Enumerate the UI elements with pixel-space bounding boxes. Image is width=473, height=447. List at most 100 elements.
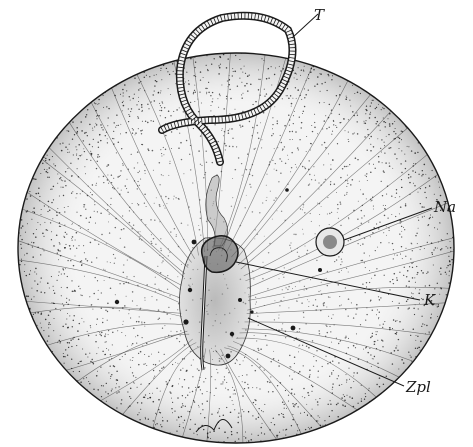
stipple-dot (189, 429, 191, 431)
stipple-dot (142, 324, 143, 325)
stipple-dot (201, 103, 202, 104)
stipple-dot (137, 188, 138, 189)
stipple-dot (137, 181, 138, 182)
stipple-dot (217, 412, 218, 413)
stipple-dot (161, 107, 162, 108)
stipple-dot (301, 70, 302, 71)
stipple-dot (378, 318, 379, 319)
stipple-dot (284, 273, 285, 274)
stipple-dot (241, 97, 242, 98)
stipple-dot (154, 284, 155, 285)
stipple-dot (358, 228, 359, 229)
stipple-dot (95, 341, 96, 342)
stipple-dot (376, 384, 377, 385)
stipple-dot (112, 187, 113, 188)
stipple-dot (101, 308, 102, 309)
stipple-dot (184, 420, 185, 421)
stipple-dot (365, 393, 366, 394)
stipple-dot (258, 435, 259, 436)
stipple-dot (133, 375, 134, 376)
stipple-dot (234, 409, 235, 410)
stipple-dot (395, 321, 396, 322)
stipple-dot (293, 123, 294, 124)
stipple-dot (430, 217, 431, 218)
stipple-dot (330, 181, 331, 182)
stipple-dot (292, 98, 293, 99)
stipple-dot (137, 203, 138, 204)
stipple-dot (291, 389, 293, 391)
stipple-dot (395, 133, 396, 134)
stipple-dot (102, 322, 103, 323)
stipple-dot (53, 163, 54, 164)
stipple-dot (354, 132, 355, 133)
stipple-dot (378, 104, 379, 105)
stipple-dot (266, 93, 267, 94)
stipple-dot (38, 188, 39, 189)
stipple-dot (197, 368, 198, 369)
stipple-dot (32, 256, 33, 257)
stipple-dot (417, 192, 418, 193)
stipple-dot (61, 187, 62, 188)
stipple-dot (318, 182, 319, 183)
stipple-dot (80, 361, 81, 362)
stipple-dot (407, 270, 409, 272)
stipple-dot (123, 264, 124, 265)
stipple-dot (146, 365, 147, 366)
stipple-dot (295, 164, 296, 165)
stipple-dot (225, 388, 226, 389)
stipple-dot (215, 388, 216, 389)
stipple-dot (319, 189, 320, 190)
stipple-dot (183, 427, 184, 428)
stipple-dot (115, 294, 116, 295)
stipple-dot (208, 82, 209, 83)
stipple-dot (95, 103, 96, 104)
stipple-dot (271, 66, 272, 67)
stipple-dot (42, 233, 44, 235)
stipple-dot (199, 92, 200, 93)
stipple-dot (137, 387, 138, 388)
stipple-dot (234, 389, 235, 390)
stipple-dot (379, 289, 381, 291)
stipple-dot (339, 385, 340, 386)
stipple-dot (69, 144, 70, 145)
stipple-dot (167, 71, 168, 72)
stipple-dot (402, 258, 403, 259)
stipple-dot (62, 180, 63, 181)
stipple-dot (296, 300, 297, 301)
stipple-dot (194, 90, 195, 91)
stipple-dot (302, 229, 303, 230)
stipple-dot (447, 265, 448, 266)
stipple-dot (237, 85, 238, 86)
stipple-dot (152, 393, 153, 394)
stipple-dot (246, 83, 247, 84)
stipple-dot (264, 433, 265, 434)
stipple-dot (204, 417, 205, 418)
stipple-dot (231, 434, 233, 436)
stipple-dot (256, 125, 258, 127)
stipple-dot (313, 69, 314, 70)
stipple-dot (235, 363, 236, 364)
stipple-dot (292, 419, 293, 420)
stipple-dot (130, 100, 131, 101)
stipple-dot (413, 308, 414, 309)
stipple-dot (348, 141, 349, 142)
stipple-dot (328, 153, 329, 154)
stipple-dot (317, 133, 318, 134)
stipple-dot (146, 206, 147, 207)
stipple-dot (67, 327, 69, 329)
stipple-dot (252, 104, 253, 105)
stipple-dot (394, 350, 396, 352)
stipple-dot (121, 229, 123, 231)
stipple-dot (65, 323, 66, 324)
stipple-dot (382, 340, 383, 341)
stipple-dot (292, 378, 293, 379)
stipple-dot (412, 250, 413, 251)
stipple-dot (142, 110, 143, 111)
stipple-dot (26, 253, 27, 254)
stipple-dot (70, 163, 71, 164)
stipple-dot (123, 92, 124, 93)
stipple-dot (385, 205, 386, 206)
stipple-dot (347, 175, 348, 176)
stipple-dot (48, 315, 50, 317)
stipple-dot (181, 222, 183, 224)
